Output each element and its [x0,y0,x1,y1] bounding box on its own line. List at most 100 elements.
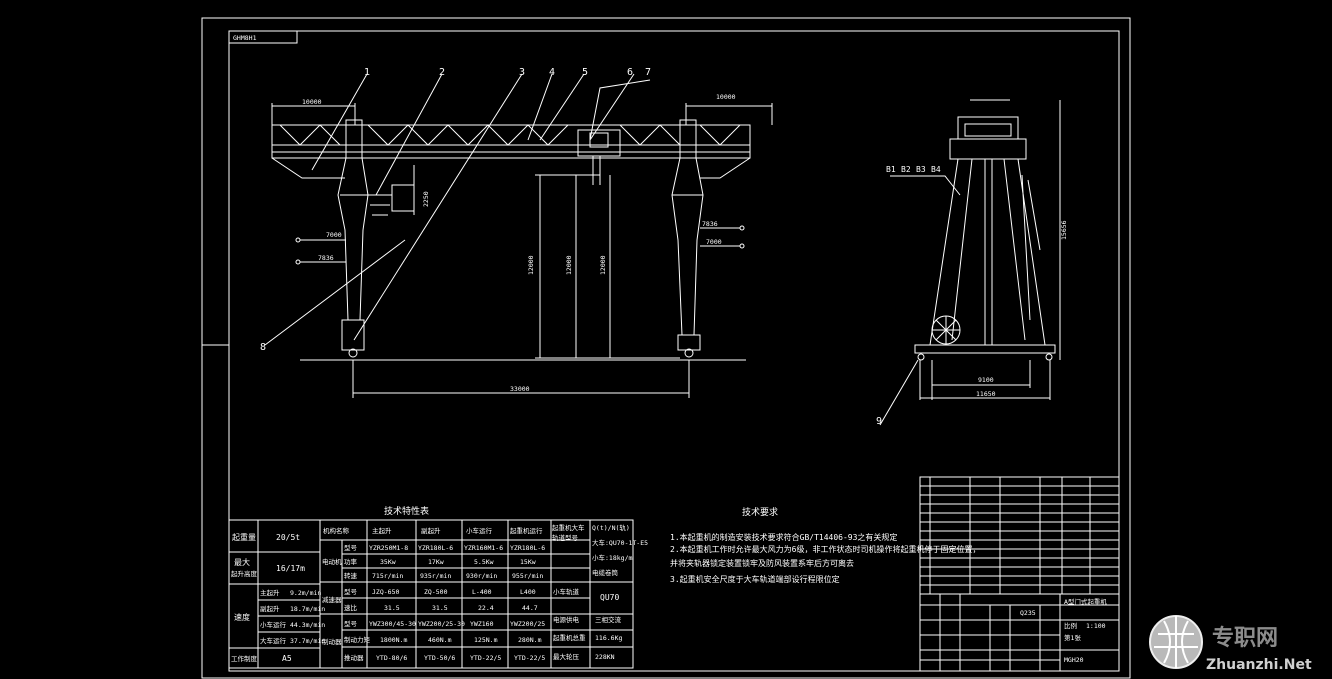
motor-row-2-v2: 17Kw [428,558,444,566]
motor-row-3-v4: 955r/min [512,572,543,580]
material: Q235 [1020,609,1036,617]
drawing-number: MGH20 [1064,656,1084,664]
balloon-1: 1 [364,67,370,78]
speed-row-4-label: 大车运行 [260,636,287,645]
spec-table [228,519,634,669]
side-height-dim: 15656 [1060,220,1068,240]
capacity-value: 20/5t [276,533,300,542]
brake-row-2-v1: 1800N.m [380,636,407,644]
drawing-name: A型门式起重机 [1064,597,1107,606]
side-view: 15656 9100 11650 [879,99,1068,426]
dim-cantilever-right: 10000 [716,93,736,101]
speed-row-2-value: 18.7m/min [290,605,325,613]
note-line-4: 3.起重机安全尺度于大车轨道端部设行程限位定 [670,574,840,584]
reducer-row-1-v1: JZQ-650 [372,588,399,596]
reducer-row-1-v2: ZQ-500 [424,588,448,596]
power-value: 三相交流 [595,615,622,624]
reducer-row-2-v2: 31.5 [432,604,448,612]
lift-value: 16/17m [276,564,305,573]
weight-value: 116.6Kg [595,634,622,642]
brake-row-3-label: 推动器 [344,653,364,662]
balloon-4: 4 [549,67,555,78]
trolley-rail-value: QU70 [600,593,619,602]
balloon-3: 3 [519,67,525,78]
balloon-9: 9 [876,416,882,427]
reducer-row-2-v1: 31.5 [384,604,400,612]
motor-row-1-v3: YZR160M1-6 [464,544,503,552]
corner-tag-box [228,30,298,44]
reducer-row-2-v4: 44.7 [522,604,538,612]
balloon-2: 2 [439,67,445,78]
notes-title: 技术要求 [742,506,778,518]
brake-row-3-v2: YTD-50/6 [424,654,455,662]
reducer-row-1-v3: L-400 [472,588,492,596]
side-dim-outer: 11650 [976,390,996,398]
track-b2: B2 [901,165,911,174]
brake-row-3-v1: YTD-80/6 [376,654,407,662]
rail-col-5: 小车:18kg/m [592,553,632,562]
motor-row-2-v4: 15Kw [520,558,536,566]
watermark-logo: 专职网 Zhuanzhi.Net [1149,615,1312,673]
brake-row-1-v1: YWZ300/45-30 [369,620,416,628]
dim-hoist-1: 12000 [527,255,535,275]
watermark-site: Zhuanzhi.Net [1206,657,1312,673]
motor-row-1-v4: YZR180L-6 [510,544,545,552]
speed-row-1-value: 9.2m/min [290,589,321,597]
track-b3: B3 [916,165,926,174]
balloon-5: 5 [582,67,588,78]
dim-rail-3: 7836 [702,220,718,228]
track-b4: B4 [931,165,941,174]
side-dim-inner: 9100 [978,376,994,384]
brake-row-3-v4: YTD-22/5 [514,654,545,662]
reducer-row-2-v3: 22.4 [478,604,494,612]
brake-row-2-v4: 280N.m [518,636,542,644]
motor-row-1-label: 型号 [344,543,358,552]
lift-label-1: 最大 [234,557,250,567]
duty-value: A5 [282,654,292,663]
motor-row-3-label: 转速 [344,571,358,580]
rail-col-4: 大车:QU70-1T-E5 [592,538,648,547]
motor-row-3-v3: 930r/min [466,572,497,580]
motor-row-2-label: 功率 [344,557,358,566]
note-line-3: 并将夹轨器锁定装置锁牢及防风装置系牢后方可离去 [670,558,854,568]
operator-cab [391,184,415,212]
scale-label: 比例 [1064,621,1077,630]
rail-col-2: 轨道型号 [552,533,579,542]
rail-col-6: 电缆卷筒 [592,568,619,577]
front-view: 10000 10000 2250 7000 7836 [264,73,773,398]
reducer-row-1-label: 型号 [344,587,358,596]
dim-hoist-2: 12000 [565,255,573,275]
power-label: 电源供电 [553,615,580,624]
balloon-6: 6 [627,67,633,78]
speed-row-1-label: 主起升 [260,588,280,597]
dim-cab: 2250 [422,191,430,207]
corner-tag: GHM8H1 [233,34,257,42]
duty-label: 工作制度 [231,654,258,663]
right-leg [671,119,704,358]
main-girder [271,124,751,159]
title-block [919,476,1120,672]
outer-border [201,17,1131,679]
motor-row-2-v3: 5.5Kw [474,558,494,566]
speed-row-2-label: 副起升 [260,604,280,613]
speed-row-3-label: 小车运行 [260,620,287,629]
balloon-8: 8 [260,342,266,353]
left-leg [337,119,369,358]
motor-row-3-v1: 715r/min [372,572,403,580]
speed-row-4-value: 37.7m/min [290,637,325,645]
motor-label: 电动机 [322,557,342,566]
trolley-rail-label: 小车轨道 [553,587,580,596]
rail-col-1: 起重机大车 [552,523,585,532]
weight-label: 起重机总重 [553,633,586,642]
sheet-label: 第1张 [1064,633,1081,642]
brake-row-3-v3: YTD-22/5 [470,654,501,662]
brake-row-2-label: 制动力矩 [344,635,371,644]
reducer-row-2-label: 速比 [344,603,358,612]
col-2: 副起升 [421,526,441,535]
brake-row-1-label: 型号 [344,619,358,628]
capacity-label: 起重量 [232,532,256,542]
dim-rail-2: 7000 [326,231,342,239]
col-4: 起重机运行 [510,526,543,535]
scale-value: 1:100 [1086,622,1106,630]
